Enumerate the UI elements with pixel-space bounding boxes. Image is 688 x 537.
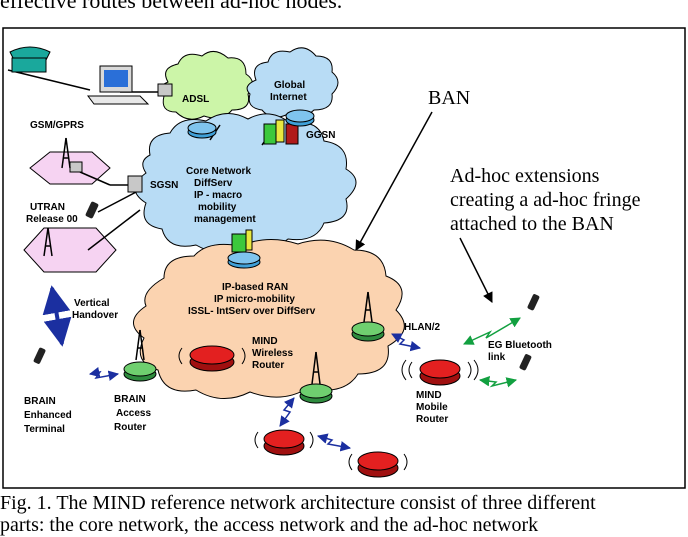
brain-access-router-tower	[135, 329, 145, 361]
mind-wireless-router-icon	[189, 345, 235, 372]
label-utran-2: Release 00	[26, 214, 78, 225]
label-brain-ar-1: BRAIN	[114, 394, 146, 405]
label-hlan: HLAN/2	[404, 322, 441, 333]
label-utran-1: UTRAN	[30, 202, 65, 213]
label-mind-wr-1: MIND	[252, 336, 278, 347]
label-adhoc-1: Ad-hoc extensions	[450, 165, 600, 187]
ggsn-server-icon	[263, 119, 299, 145]
router-blue-internet	[285, 109, 315, 127]
vertical-handover-arrow	[42, 285, 72, 347]
label-vertical-1: Vertical	[74, 298, 110, 309]
label-adhoc-2: creating a ad-hoc fringe	[450, 189, 641, 211]
core-gateway-icon	[231, 229, 253, 253]
adhoc-pointer-arrow	[459, 237, 493, 303]
utran-tower-icon	[43, 227, 53, 257]
label-brain-term-1: BRAIN	[24, 396, 56, 407]
gsm-tower-icon	[61, 137, 71, 169]
label-vertical-2: Handover	[72, 310, 118, 321]
label-mind-mr-3: Router	[416, 414, 448, 425]
ran-access-router-icon	[299, 383, 333, 404]
bluetooth-phone-2-icon	[519, 354, 532, 371]
bluetooth-links	[463, 317, 521, 388]
label-gsm-gprs: GSM/GPRS	[30, 120, 84, 131]
label-mind-mr-2: Mobile	[416, 402, 448, 413]
adsl-cloud	[159, 51, 253, 120]
brain-access-router-icon	[123, 361, 157, 382]
adhoc-router-2-icon	[357, 451, 399, 478]
router-blue-adsl	[187, 121, 217, 139]
mind-mobile-router-icon	[419, 359, 461, 386]
label-brain-term-3: Terminal	[24, 424, 65, 435]
label-eg-bt-2: link	[488, 352, 506, 363]
brain-terminal-phone-icon	[33, 347, 46, 364]
label-brain-ar-2: Access	[116, 408, 151, 419]
hlan-access-router-icon	[351, 321, 385, 342]
label-core-4: mobility	[198, 202, 237, 213]
label-brain-term-2: Enhanced	[24, 410, 72, 421]
wireless-links	[88, 333, 422, 452]
label-brain-ar-3: Router	[114, 422, 146, 433]
label-core-5: management	[194, 214, 256, 225]
label-mind-wr-2: Wireless	[252, 348, 293, 359]
bluetooth-phone-1-icon	[527, 294, 540, 311]
gsm-bts-box-icon	[69, 161, 83, 173]
telephone-icon	[9, 46, 51, 73]
ban-pointer-arrow	[355, 111, 433, 251]
label-core-2: DiffServ	[194, 178, 233, 189]
label-core-1: Core Network	[186, 166, 251, 177]
figure-frame	[2, 27, 686, 489]
global-internet-cloud	[246, 47, 339, 118]
adsl-modem-icon	[157, 83, 173, 97]
sgsn-server-icon	[127, 175, 143, 193]
radio-waves	[178, 347, 479, 471]
router-blue-core	[227, 251, 261, 269]
adhoc-router-1-icon	[263, 429, 305, 456]
figure-caption: Fig. 1. The MIND reference network archi…	[0, 492, 596, 514]
label-adsl: ADSL	[182, 94, 209, 105]
architecture-diagram: ADSL Global Internet GGSN GSM/GPRS SGSN …	[2, 27, 686, 489]
label-mind-wr-3: Router	[252, 360, 284, 371]
utran-cell-hexagon	[23, 227, 117, 273]
label-mind-mr-1: MIND	[416, 390, 442, 401]
label-eg-bt-1: EG Bluetooth	[488, 340, 552, 351]
top-text: effective routes between ad-hoc nodes.	[0, 0, 343, 13]
label-ban: BAN	[428, 87, 470, 109]
label-ggsn: GGSN	[306, 130, 335, 141]
computer-icon	[87, 65, 150, 105]
label-ipran-3: ISSL- IntServ over DiffServ	[188, 306, 316, 317]
hlan-tower-icon	[363, 291, 373, 323]
label-ipran-1: IP-based RAN	[222, 282, 288, 293]
label-ipran-2: IP micro-mobility	[214, 294, 295, 305]
label-global-1: Global	[274, 80, 305, 91]
ran-tower-icon	[311, 351, 321, 385]
figure-caption-line2: parts: the core network, the access netw…	[0, 514, 539, 536]
label-sgsn: SGSN	[150, 180, 178, 191]
label-core-3: IP - macro	[194, 190, 242, 201]
core-network-cloud	[134, 113, 357, 253]
label-adhoc-3: attached to the BAN	[450, 213, 614, 235]
label-global-2: Internet	[270, 92, 307, 103]
utran-mobile-phone-icon	[85, 201, 99, 219]
